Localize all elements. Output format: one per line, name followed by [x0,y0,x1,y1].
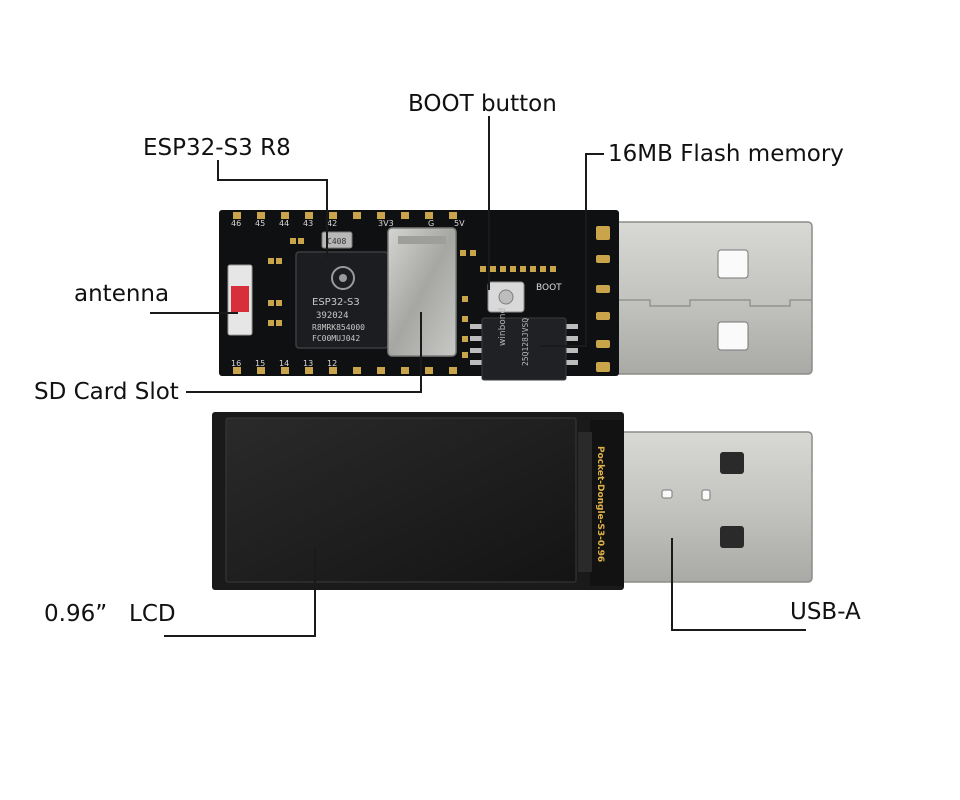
label-sd-card-slot: SD Card Slot [34,379,179,405]
pin-46-silk: 46 [231,219,241,228]
label-flash: 16MB Flash memory [608,141,844,167]
crystal [321,231,353,249]
leader-line-sd [186,312,422,393]
usb-a-connector-bottom [611,431,813,583]
usb-a-connector-top [597,221,813,375]
label-esp32: ESP32-S3 R8 [143,135,291,161]
pin-15-silk: 15 [255,359,265,368]
flash-part-marking: 25Q128JVSQ [521,318,530,366]
pin-45-silk: 45 [255,219,265,228]
label-usb-a: USB-A [790,599,861,625]
lcd-board-bottom: Pocket-Dongle-S3-0.96 [212,412,813,590]
dongle-silkscreen: Pocket-Dongle-S3-0.96 [595,446,605,562]
label-lcd: 0.96” LCD [44,601,176,627]
chip-marking-lot1: R8MRK854000 [312,323,365,332]
lcd-screen [225,417,577,583]
label-boot-button: BOOT button [408,91,557,117]
leader-line-usb [671,538,806,631]
leader-line-esp32 [217,160,328,258]
chip-marking-lot2: FC00MUJ042 [312,334,360,343]
flash-chip: winbond 25Q128JVSQ [470,308,578,381]
boot-button-part: BOOT [487,281,562,313]
chip-marking-code: 392024 [316,311,349,321]
pin-16-silk: 16 [231,359,241,368]
pin-g-silk: G [428,219,434,228]
leader-line-lcd [164,548,316,637]
pin-13-silk: 13 [303,359,313,368]
leader-line-flash [540,153,604,347]
pcb-board-top: C408 ESP32-S3 392024 R8MRK854000 FC00MUJ… [219,210,813,381]
pin-43-silk: 43 [303,219,313,228]
crystal-marking: C408 [327,237,346,246]
pin-3v3-silk: 3V3 [378,219,394,228]
pin-44-silk: 44 [279,219,289,228]
pin-5v-silk: 5V [454,219,465,228]
label-antenna: antenna [74,281,170,307]
pin-12-silk: 12 [327,359,337,368]
flash-brand-marking: winbond [498,308,508,346]
chip-marking-model: ESP32-S3 [312,297,360,308]
esp32-chip: ESP32-S3 392024 R8MRK854000 FC00MUJ042 [295,251,389,349]
pin-42-silk: 42 [327,219,337,228]
boot-silkscreen: BOOT [536,283,562,293]
pin-14-silk: 14 [279,359,289,368]
